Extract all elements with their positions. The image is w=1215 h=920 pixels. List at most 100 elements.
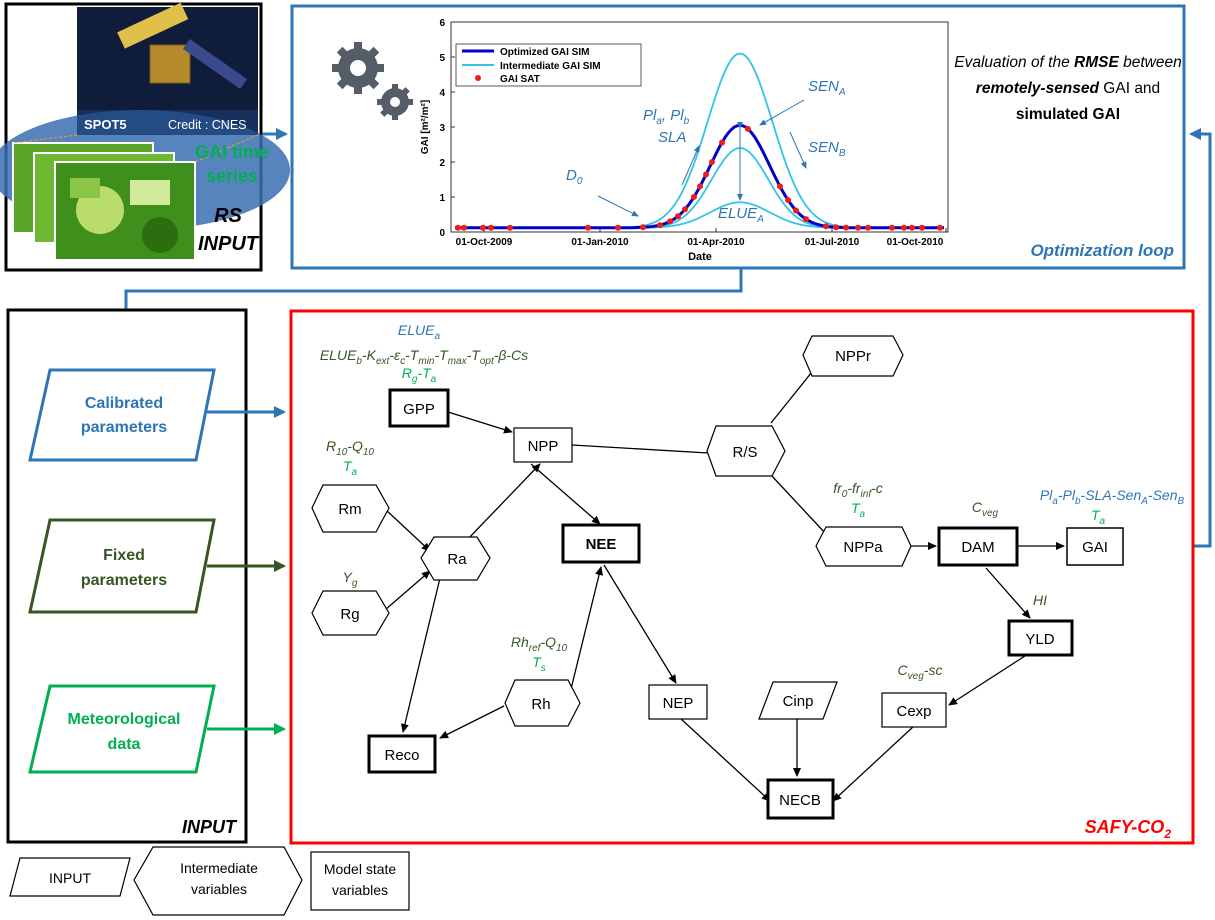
- node-cinp: Cinp: [783, 693, 814, 710]
- gai-sat-point: [843, 224, 849, 231]
- legend-intermediate: Intermediate GAI SIM: [500, 61, 601, 72]
- rs-input-panel: SPOT5 Credit : CNES GAI time series RS I…: [0, 2, 290, 272]
- gai-sat-point: [697, 183, 703, 190]
- gai-sat-point: [785, 197, 791, 203]
- satellite-label: SPOT5: [84, 117, 127, 132]
- gai-sat-point: [675, 213, 681, 220]
- node-rh: Rh: [531, 696, 550, 713]
- y-tick-label: 1: [439, 193, 445, 204]
- gai-sat-point: [823, 223, 829, 230]
- node-gpp: GPP: [403, 401, 435, 418]
- param-elue-a: ELUEa: [398, 322, 441, 342]
- node-nppr: NPPr: [835, 348, 871, 365]
- state-variable-nodes: GPP NEE DAM GAI YLD Reco NECB NPP NEP Ce…: [367, 388, 1124, 820]
- node-dam: DAM: [961, 539, 994, 556]
- y-tick-label: 3: [439, 123, 445, 134]
- fixed-label-1: Fixed: [103, 547, 145, 564]
- legend-state-1: Model state: [324, 861, 397, 877]
- gai-sat-point: [657, 222, 663, 229]
- fixed-label-2: parameters: [81, 572, 167, 589]
- annotation-sena: SENA: [808, 78, 846, 98]
- node-npp: NPP: [528, 438, 559, 455]
- gai-sat-point: [719, 139, 725, 146]
- y-axis-label: GAI [m²/m²]: [420, 100, 431, 154]
- gai-sat-point: [615, 224, 621, 231]
- legend-intermediate-1: Intermediate: [180, 860, 258, 876]
- gai-sat-point: [793, 207, 799, 214]
- y-tick-label: 2: [439, 158, 445, 169]
- y-tick-label: 6: [439, 18, 445, 29]
- gai-sat-point: [682, 206, 688, 213]
- param-hi: HI: [1033, 592, 1047, 608]
- gai-sat-point: [480, 224, 486, 231]
- gai-sat-points: [455, 125, 943, 231]
- legend-intermediate-2: variables: [191, 881, 247, 897]
- node-cinp-box: [758, 681, 838, 720]
- chart-annotations: D0 Pla, Plb SLA SENA SENB ELUEA: [566, 78, 846, 225]
- calibrated-parameters-box: [28, 368, 216, 462]
- gai-sat-point: [461, 224, 467, 231]
- calibrated-label-1: Calibrated: [85, 395, 163, 412]
- gai-sat-point: [833, 224, 839, 231]
- gai-sat-point: [455, 224, 461, 231]
- annotation-sla: SLA: [658, 129, 686, 146]
- gai-sat-point: [703, 171, 709, 178]
- y-tick-label: 5: [439, 53, 445, 64]
- evaluation-line-2: remotely-sensed GAI and: [976, 80, 1160, 97]
- safy-co2-title: SAFY-CO2: [1085, 817, 1172, 841]
- node-reco: Reco: [384, 747, 419, 764]
- x-tick-label: 01-Oct-2009: [456, 237, 513, 248]
- chart-series: [455, 52, 944, 230]
- gai-sat-point: [709, 159, 715, 165]
- node-rg: Rg: [340, 606, 359, 623]
- gai-sat-point: [865, 224, 871, 231]
- param-rg-ta: Rg-Ta: [402, 365, 437, 385]
- gai-sat-point: [507, 224, 513, 231]
- legend-state-2: variables: [332, 882, 388, 898]
- rs-title-1: RS: [214, 205, 242, 227]
- node-ra: Ra: [447, 551, 467, 568]
- param-elue-b-line: ELUEb-Kext-εc-Tmin-Tmax-Topt-β-Cs: [320, 347, 528, 367]
- gai-sat-point: [667, 218, 673, 225]
- node-cexp: Cexp: [896, 703, 931, 720]
- param-rhref-q10: Rhref-Q10: [511, 634, 568, 654]
- annotation-pla-plb: Pla, Plb: [643, 107, 690, 127]
- node-nee: NEE: [586, 536, 617, 553]
- node-nppa: NPPa: [843, 539, 883, 556]
- evaluation-line-3: simulated GAI: [1016, 106, 1120, 123]
- shape-legend: INPUT Intermediate variables Model state…: [9, 846, 410, 916]
- legend-intermediate-shape: [133, 846, 303, 916]
- gai-sat-point: [855, 224, 861, 231]
- gai-sat-point: [909, 224, 915, 231]
- gai-sat-point: [585, 224, 591, 231]
- node-rs: R/S: [732, 444, 757, 461]
- y-tick-label: 0: [439, 228, 445, 239]
- gai-series-label-1: GAI time: [195, 142, 269, 162]
- x-tick-label: 01-Jan-2010: [571, 237, 629, 248]
- node-yld: YLD: [1025, 631, 1054, 648]
- gai-sat-point: [937, 224, 943, 231]
- gai-sat-point: [488, 224, 494, 231]
- gai-sat-point: [803, 216, 809, 223]
- meteo-label-2: data: [108, 736, 141, 753]
- gai-sat-point: [777, 183, 783, 190]
- node-rm: Rm: [338, 501, 361, 518]
- gai-image-stack: [12, 134, 259, 261]
- gai-sat-point: [901, 224, 907, 231]
- evaluation-line-1: Evaluation of the RMSE between: [954, 54, 1182, 71]
- credit-label: Credit : CNES: [168, 118, 247, 132]
- gai-sat-point: [640, 224, 646, 231]
- gai-sat-point: [745, 125, 751, 132]
- legend-input: INPUT: [49, 870, 91, 886]
- model-edges: [384, 351, 1065, 802]
- node-necb: NECB: [779, 792, 821, 809]
- meteorological-data-box: [28, 684, 216, 774]
- x-axis-label: Date: [688, 251, 712, 263]
- calibrated-label-2: parameters: [81, 419, 167, 436]
- legend-optimized: Optimized GAI SIM: [500, 47, 589, 58]
